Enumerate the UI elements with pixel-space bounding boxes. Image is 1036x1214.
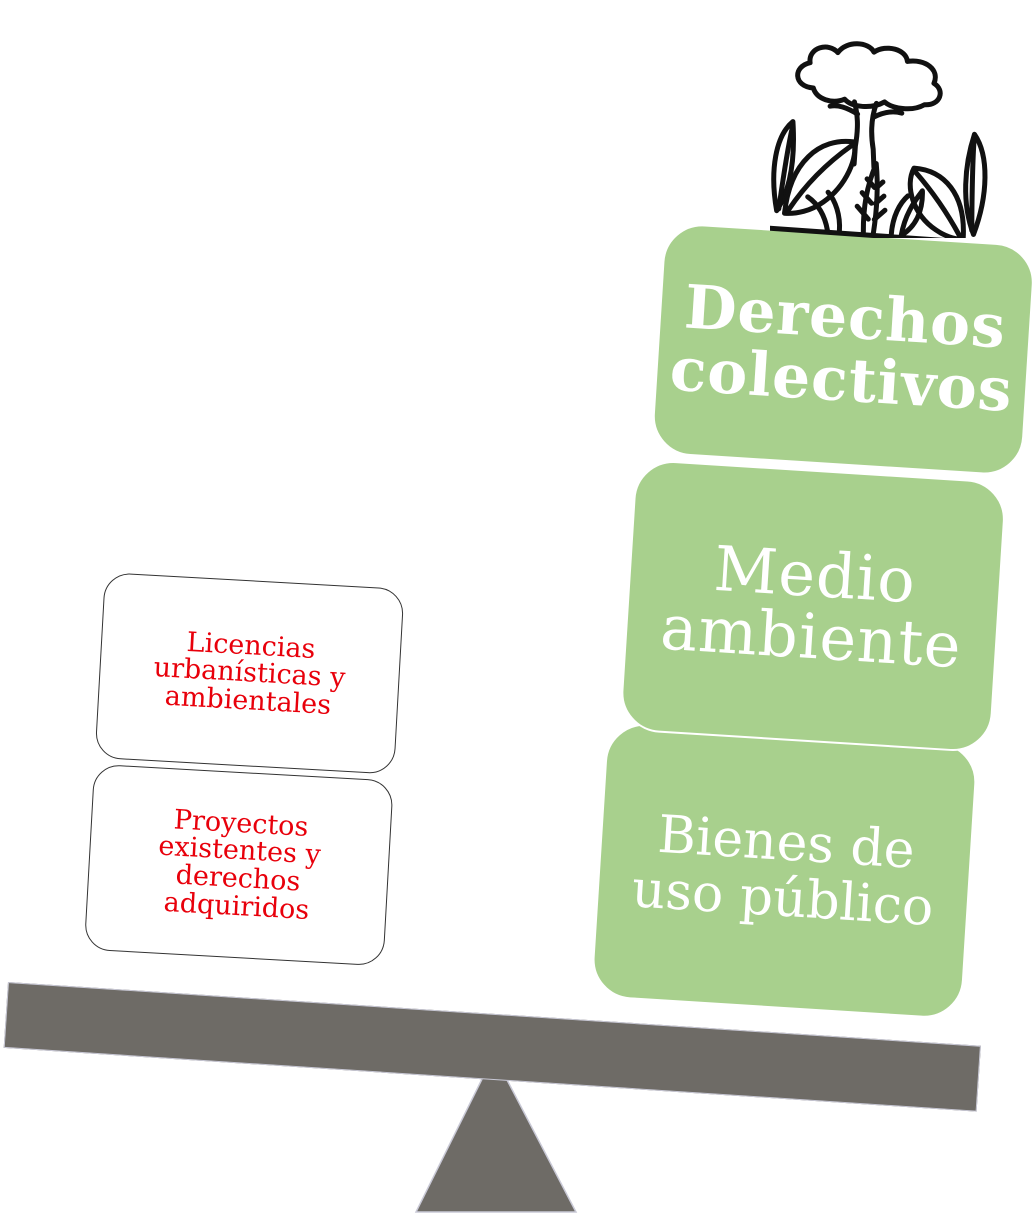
right-stack: Bienes de uso público Medio ambiente Der…: [587, 212, 1036, 1036]
right-box-medio-ambiente-label: Medio ambiente: [658, 531, 964, 683]
right-box-bienes: Bienes de uso público: [590, 721, 979, 1021]
left-box-licencias-label: Licencias urbanísticas y ambientales: [152, 626, 347, 721]
right-box-bienes-label: Bienes de uso público: [630, 804, 936, 939]
right-box-derechos: Derechos colectivos: [650, 221, 1036, 477]
left-box-proyectos-label: Proyectos existentes y derechos adquirid…: [157, 804, 322, 926]
right-box-derechos-label: Derechos colectivos: [667, 272, 1015, 427]
left-box-licencias: Licencias urbanísticas y ambientales: [94, 572, 405, 775]
nature-tree-plants-icon: [770, 41, 988, 238]
right-box-medio-ambiente: Medio ambiente: [618, 458, 1008, 754]
left-box-proyectos: Proyectos existentes y derechos adquirid…: [83, 763, 394, 967]
left-stack: Licencias urbanísticas y ambientales Pro…: [69, 563, 411, 980]
